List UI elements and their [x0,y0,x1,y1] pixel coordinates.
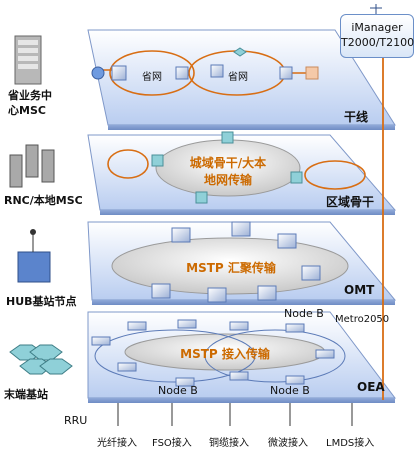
access-type-fiber: 光纤接入 [97,438,137,449]
layer-trunk-label: 干线 [344,110,369,124]
trunk-ring2-label: 省网 [228,72,248,83]
access-type-copper: 铜缆接入 [209,438,249,449]
layer-backbone-label: 区域骨干 [326,195,375,209]
access-rings [94,329,346,383]
trunk-device-4 [279,66,293,80]
label-hub: HUB基站节点 [6,295,77,308]
access-type-microwave: 微波接入 [268,438,308,449]
aggregation-devices [151,221,321,303]
layer-aggregation-label: OMT [344,283,375,297]
trunk-link-marker [233,47,247,57]
rnc-racks-icon [9,144,55,188]
msc-rack-icon [14,35,42,85]
trunk-endpoint-left [91,66,105,80]
trunk-endpoint-right [305,66,319,80]
backbone-rings [107,149,366,190]
trunk-ring1-label: 省网 [142,72,162,83]
node-b-label: Node B [158,384,198,397]
imanager-box: iManager T2000/T2100 [340,14,414,58]
imanager-name: iManager [351,21,403,34]
access-drop-lines [117,403,353,426]
backbone-center-text: 城域骨干/大本 地网传输 [189,156,267,187]
backbone-devices [151,131,303,204]
label-msc: 省业务中 心MSC [8,89,52,117]
layer-access-label: OEA [357,380,385,394]
aggregation-cloud [111,237,349,295]
access-devices [91,319,335,387]
trunk-devices [91,47,319,81]
terminal-hex-icon [9,344,73,375]
access-center-text: MSTP 接入传输 [180,347,270,361]
label-rnc: RNC/本地MSC [4,194,83,207]
trunk-device-3 [210,64,224,78]
access-type-fso: FSO接入 [152,438,192,449]
node-b-label: Node B [270,384,310,397]
label-terminal: 末端基站 [4,388,48,401]
node-b-label: Node B [284,307,324,320]
imanager-model: T2000/T2100 [341,36,415,49]
plane-trunk [87,29,396,130]
imanager-logo-icon [370,4,382,14]
access-side-label: Metro2050 [335,314,390,325]
trunk-device-1 [111,65,127,81]
trunk-device-2 [175,66,189,80]
hub-station-icon [17,229,51,283]
access-type-lmds: LMDS接入 [326,438,375,449]
label-rru: RRU [64,414,88,427]
aggregation-center-text: MSTP 汇聚传输 [186,261,276,275]
